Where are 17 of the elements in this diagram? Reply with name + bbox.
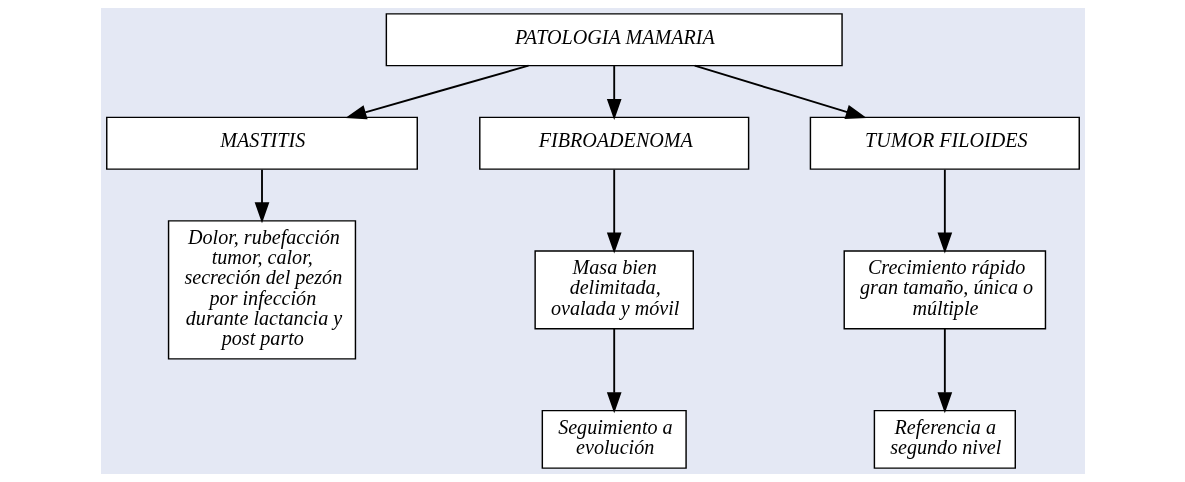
arrow: [254, 168, 269, 224]
node-box: TUMOR FILOIDES: [809, 116, 1080, 170]
arrow: [693, 64, 867, 119]
node-box: Masa bien delimitada, ovalada y móvil: [533, 250, 694, 330]
node-box: Dolor, rubefacción tumor, calor, secreción del pezón por infección durante lactancia y post parto: [167, 220, 356, 360]
arrow: [606, 65, 622, 121]
node-box: PATOLOGIA MAMARIA: [385, 13, 843, 67]
arrow: [937, 327, 952, 414]
node-box: Seguimiento a evolución: [541, 409, 687, 469]
arrow: [937, 168, 952, 254]
node-box: Referencia a segundo nivel: [873, 409, 1016, 469]
arrow: [606, 168, 622, 254]
node-box: Crecimiento rápido gran tamaño, única o múltiple: [843, 250, 1046, 330]
node-box: FIBROADENOMA: [478, 116, 749, 170]
node-box: MASTITIS: [105, 116, 418, 170]
arrow: [344, 64, 529, 120]
arrow: [606, 327, 622, 414]
